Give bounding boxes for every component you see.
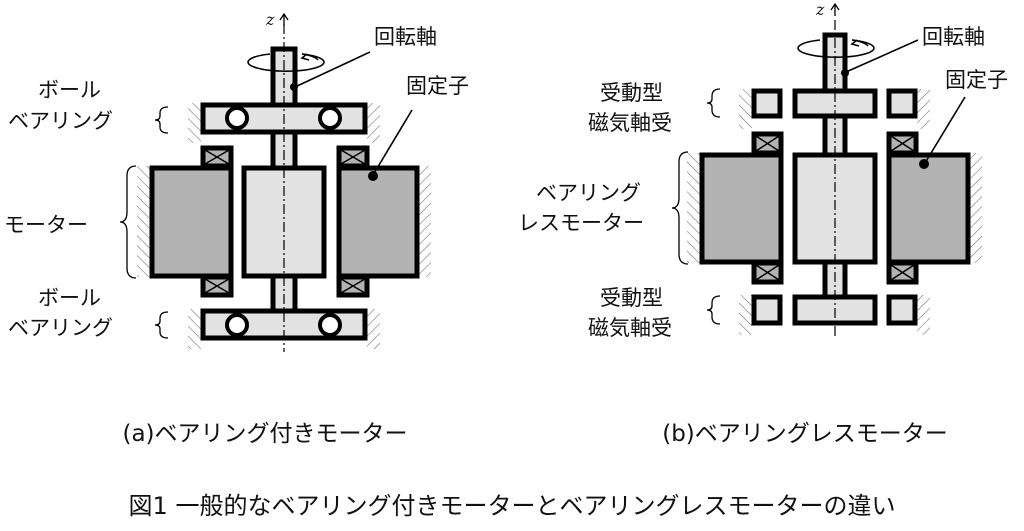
ball (225, 106, 249, 130)
brace (154, 106, 169, 134)
stator-label: 固定子 (406, 74, 469, 98)
motor-label-line2: レスモーター (518, 211, 644, 235)
right-stator (886, 152, 971, 265)
ball (225, 313, 249, 337)
leader-dot (368, 171, 378, 181)
figure-caption: 図1 一般的なベアリング付きモーターとベアリングレスモーターの違い (129, 492, 896, 520)
z-axis-arrow-icon (830, 2, 840, 16)
leader-dot (290, 83, 298, 91)
leader-dot (841, 69, 849, 77)
top-bearing-label-line2: 磁気軸受 (588, 111, 672, 135)
top-bearing-label-line2: ベアリング (8, 109, 113, 133)
bottom-bearing-label-line1: 受動型 (600, 286, 663, 310)
ball (318, 313, 342, 337)
left-stator (699, 152, 784, 265)
z-axis-label: z (815, 0, 825, 19)
stator-leader (372, 109, 413, 176)
bottom-bearing-label-line1: ボール (38, 286, 101, 310)
brace (706, 295, 721, 325)
motor-label-line1: ベアリング (536, 181, 641, 205)
right-stator (336, 165, 420, 279)
caption-a: (a)ベアリング付きモーター (122, 421, 407, 447)
stator-label: 固定子 (945, 68, 1008, 92)
hatching-a (137, 103, 431, 349)
brace (154, 311, 169, 339)
rotation-arrow-icon (797, 39, 875, 58)
caption-b: (b)ベアリングレスモーター (662, 421, 948, 447)
shaft-leader (294, 51, 371, 88)
top-bearing-label-line1: ボール (38, 78, 101, 102)
z-axis-arrow-icon (279, 12, 289, 26)
leader-dot (919, 159, 929, 169)
left-stator (149, 165, 234, 279)
rotation-arrow-icon (247, 53, 325, 72)
shaft-label: 回転軸 (374, 25, 437, 49)
shaft-leader (845, 39, 919, 73)
diagram-b: z 回転軸 固定子 受動型 磁気軸受 ベアリング レスモーター 受動型 磁気軸受… (518, 0, 1008, 447)
z-axis-label: z (265, 10, 275, 29)
hatching-b (687, 89, 982, 335)
diagram-a: z 回転軸 固定子 ボール ベアリング モーター ボール ベアリング (a)ベア… (4, 10, 469, 447)
top-bearing-label-line1: 受動型 (600, 81, 663, 105)
brace (119, 165, 137, 279)
bottom-bearing-label-line2: 磁気軸受 (588, 316, 672, 340)
brace (671, 151, 689, 265)
ball (318, 106, 342, 130)
shaft-label: 回転軸 (922, 25, 985, 49)
motor-label: モーター (4, 213, 88, 237)
brace (706, 88, 721, 118)
bottom-bearing-label-line2: ベアリング (8, 316, 113, 340)
stator-leader (924, 96, 966, 164)
